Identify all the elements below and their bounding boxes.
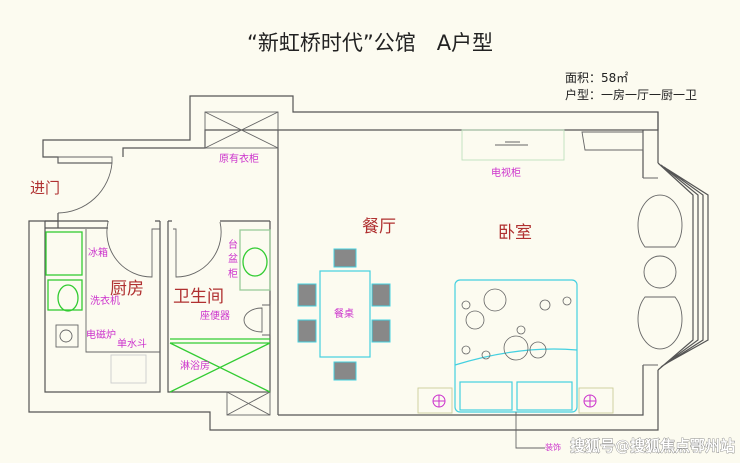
room-label-entrance: 进门 bbox=[30, 179, 60, 197]
label-basin-1: 台 bbox=[228, 238, 238, 251]
label-fridge: 冰箱 bbox=[88, 246, 108, 259]
label-shower: 淋浴房 bbox=[180, 359, 210, 372]
induction-stove bbox=[55, 324, 79, 348]
label-tv-cabinet: 电视柜 bbox=[491, 166, 521, 179]
bottom-closet bbox=[226, 391, 271, 416]
toilet bbox=[243, 304, 271, 336]
armchair bbox=[637, 194, 683, 248]
room-label-kitchen: 厨房 bbox=[110, 279, 144, 299]
room-label-bathroom: 卫生间 bbox=[173, 287, 224, 307]
sink bbox=[110, 354, 147, 384]
label-basin-3: 柜 bbox=[228, 267, 238, 280]
fridge bbox=[45, 231, 83, 276]
wardrobe bbox=[204, 111, 279, 149]
tv-cabinet bbox=[461, 129, 565, 161]
side-table bbox=[643, 255, 677, 289]
armchair bbox=[637, 296, 683, 350]
label-toilet: 座便器 bbox=[200, 309, 230, 322]
label-decor: 装饰 bbox=[545, 442, 561, 452]
kitchen-door bbox=[106, 221, 160, 278]
room-label-dining: 餐厅 bbox=[362, 217, 396, 237]
bed bbox=[454, 279, 578, 413]
label-induction: 电磁炉 bbox=[86, 328, 116, 341]
room-label-bedroom: 卧室 bbox=[498, 223, 532, 243]
label-washer: 洗衣机 bbox=[90, 294, 120, 307]
basin-cabinet bbox=[239, 229, 271, 291]
watermark: 搜狐号@搜狐焦点鄂州站 bbox=[570, 437, 735, 455]
shower bbox=[169, 338, 271, 393]
nightstand-left bbox=[417, 387, 453, 414]
area-info: 面积：58㎡ bbox=[565, 71, 628, 85]
dining-set bbox=[297, 248, 391, 381]
bathroom-door bbox=[173, 221, 222, 278]
outer-wall bbox=[42, 95, 659, 164]
entrance-door bbox=[57, 156, 113, 214]
label-wardrobe: 原有衣柜 bbox=[219, 152, 259, 165]
inner-wall bbox=[277, 130, 644, 416]
label-basin-2: 盆 bbox=[228, 252, 238, 265]
label-sink: 单水斗 bbox=[117, 338, 147, 350]
layout-info: 户型：一房一厅一厨一卫 bbox=[565, 87, 697, 102]
bay-window bbox=[657, 162, 709, 371]
label-dining-table: 餐桌 bbox=[334, 307, 354, 320]
plan-title: “新虹桥时代”公馆 A户型 bbox=[247, 31, 493, 55]
nightstand-right bbox=[578, 387, 614, 414]
